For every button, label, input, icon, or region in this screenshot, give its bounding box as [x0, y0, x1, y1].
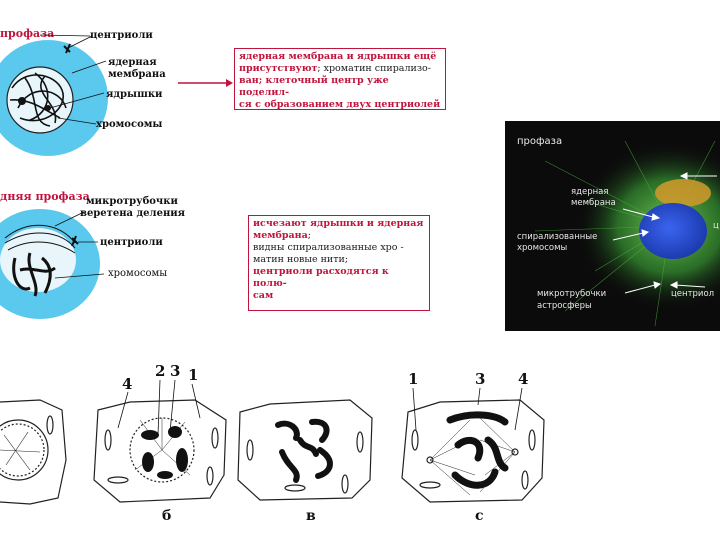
fl-label-edge: ц	[713, 221, 719, 231]
label-chromosomes: хромосомы	[96, 119, 163, 130]
label-nucleoli: ядрышки	[106, 89, 163, 100]
fl-label-spiral-chromosomes-line2: хромосомы	[517, 243, 568, 253]
label-spindle-microtubules-line1: микротрубочки	[86, 196, 178, 207]
nucleolus	[45, 105, 51, 111]
label-number: 4	[122, 375, 133, 393]
label-nuclear-membrane-line2: мембрана	[108, 69, 166, 80]
leader-lines	[39, 34, 107, 125]
prophase-cell-diagram	[0, 34, 108, 156]
blue-nucleus	[639, 203, 707, 259]
fluorescence-title: профаза	[517, 136, 563, 147]
note-text: видны спирализованные хро -	[253, 242, 404, 253]
spindle-fibers	[4, 224, 76, 254]
label-letter: б	[162, 508, 172, 524]
nuclear-zone	[0, 228, 76, 292]
note-text: ; хроматин спирализо-	[317, 63, 431, 74]
leader-lines	[54, 211, 105, 279]
fl-label-microtubules-line1: микротрубочки	[537, 289, 607, 299]
fl-label-centriole: центриол	[671, 289, 715, 299]
cell-b-chromosomes	[141, 426, 188, 479]
late-prophase-title: дняя профаза	[0, 190, 90, 203]
cell-c	[237, 399, 373, 501]
fl-label-spiral-chromosomes-line1: спирализованные	[517, 232, 598, 242]
label-number: 3	[170, 362, 181, 380]
label-number: 2	[155, 362, 166, 380]
fluorescence-micrograph: профаза ядерная мембрана спирализованные…	[505, 121, 720, 331]
cell-a	[0, 399, 67, 505]
late-prophase-note-box: исчезают ядрышки и ядерная мембрана; вид…	[248, 215, 430, 311]
number-pointers	[117, 379, 523, 436]
label-number: 4	[518, 370, 529, 388]
fluorescence-cell-image	[534, 140, 720, 327]
label-number: 3	[475, 370, 486, 388]
note-text: мембрана	[253, 230, 308, 241]
note-text: исчезают ядрышки и ядерная	[253, 218, 424, 229]
note-text: сам	[253, 290, 274, 301]
fl-label-nuclear-membrane-line1: ядерная	[571, 187, 609, 197]
label-centrioles: центриоли	[90, 30, 153, 41]
chromosomes	[12, 252, 56, 297]
cell-d	[401, 399, 545, 503]
fl-label-microtubules-line2: астросферы	[537, 301, 592, 311]
label-spindle-microtubules-line2: веретена деления	[80, 208, 186, 219]
late-prophase-cell-diagram	[0, 209, 105, 319]
note-text: центриоли расходятся к полю-	[253, 266, 389, 289]
centrioles	[71, 235, 79, 247]
label-number: 1	[188, 366, 199, 384]
note-text: ван; клеточный центр уже поделил-	[239, 75, 389, 98]
label-chromosomes: хромосомы	[108, 268, 168, 279]
note-text: матин новые нити;	[253, 254, 349, 265]
note-text: ядерная мембрана и ядрышки ещё присутств…	[239, 51, 437, 74]
nucleolus	[18, 97, 26, 105]
label-centrioles: центриоли	[100, 237, 163, 248]
prophase-note-box: ядерная мембрана и ядрышки ещё присутств…	[234, 48, 446, 110]
label-letter: в	[306, 508, 316, 524]
orange-region	[655, 179, 711, 207]
label-number: 1	[408, 370, 419, 388]
chromosome-threads	[9, 72, 67, 127]
arrow-icon	[178, 79, 233, 87]
note-text: ;	[307, 230, 311, 241]
fl-label-nuclear-membrane-line2: мембрана	[571, 198, 616, 208]
label-letter: с	[475, 508, 484, 524]
cell-c-chromosomes	[275, 418, 333, 483]
note-text: ся с образованием двух центриолей	[239, 99, 441, 110]
cell-d-chromosomes	[446, 411, 509, 489]
label-nuclear-membrane-line1: ядерная	[108, 57, 157, 68]
bottom-cells-diagram	[0, 399, 545, 505]
arrows	[612, 172, 717, 294]
prophase-title: профаза	[0, 27, 55, 40]
centrioles	[63, 43, 71, 54]
